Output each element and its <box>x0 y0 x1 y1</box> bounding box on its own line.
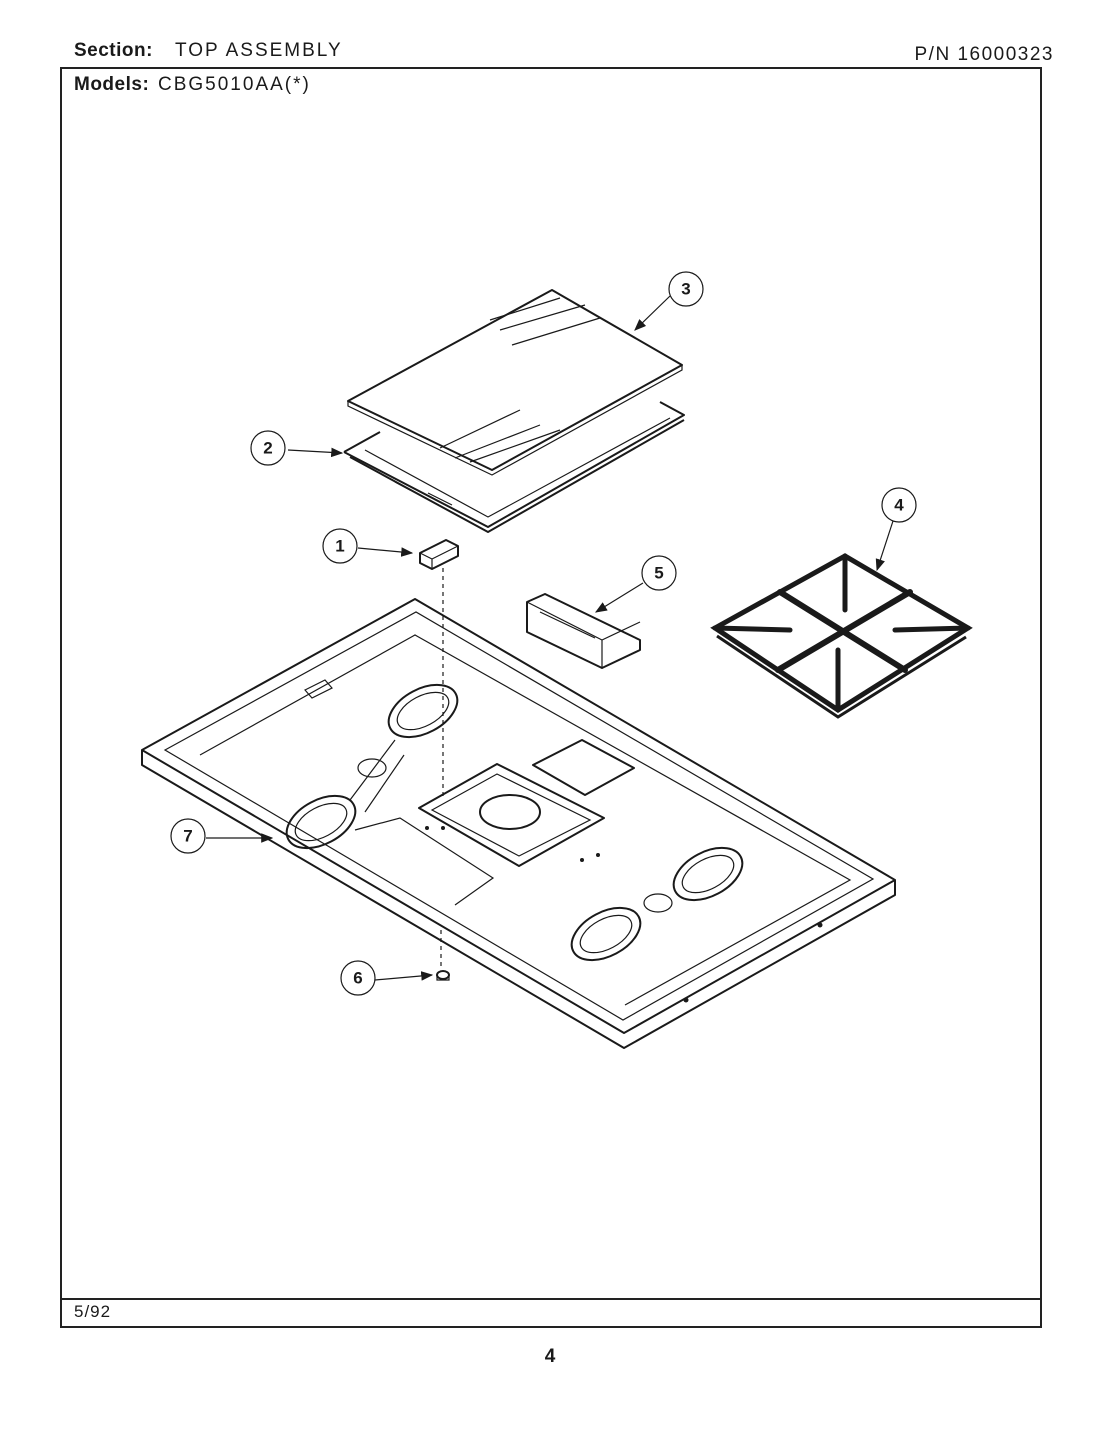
screw-part <box>436 970 450 981</box>
callout-5: 5 <box>641 555 677 591</box>
section-label: Section: <box>74 40 153 61</box>
leader-line-3 <box>634 295 671 331</box>
svg-text:3: 3 <box>681 280 690 299</box>
alignment-line <box>440 568 444 970</box>
part-number: P/N 16000323 <box>914 44 1054 65</box>
leader-line-5 <box>594 582 644 613</box>
callout-4: 4 <box>881 487 917 523</box>
callout-6: 6 <box>340 960 376 996</box>
svg-text:1: 1 <box>335 537 344 556</box>
revision-date: 5/92 <box>74 1302 112 1321</box>
cover-panel <box>347 289 683 476</box>
svg-text:2: 2 <box>263 439 272 458</box>
section-value: TOP ASSEMBLY <box>175 40 343 61</box>
bracket-part <box>526 593 641 669</box>
diagram-frame <box>60 67 1042 1328</box>
svg-text:4: 4 <box>894 496 904 515</box>
callout-7: 7 <box>170 818 206 854</box>
svg-text:7: 7 <box>183 827 192 846</box>
page-number: 4 <box>544 1346 556 1367</box>
models-label: Models: <box>74 74 150 95</box>
svg-text:5: 5 <box>654 564 663 583</box>
clip-part <box>419 539 459 570</box>
cooktop-main-top <box>141 598 896 1049</box>
callout-1: 1 <box>322 528 358 564</box>
callout-2: 2 <box>250 430 286 466</box>
callout-3: 3 <box>668 271 704 307</box>
leader-line-1 <box>357 547 414 557</box>
panel-tray <box>343 401 685 533</box>
leader-line-6 <box>374 971 434 981</box>
leader-line-4 <box>875 520 894 572</box>
footer-divider <box>60 1298 1042 1300</box>
burner-grate <box>710 553 973 719</box>
leader-line-2 <box>287 447 344 458</box>
models-value: CBG5010AA(*) <box>158 74 311 95</box>
svg-text:6: 6 <box>353 969 362 988</box>
